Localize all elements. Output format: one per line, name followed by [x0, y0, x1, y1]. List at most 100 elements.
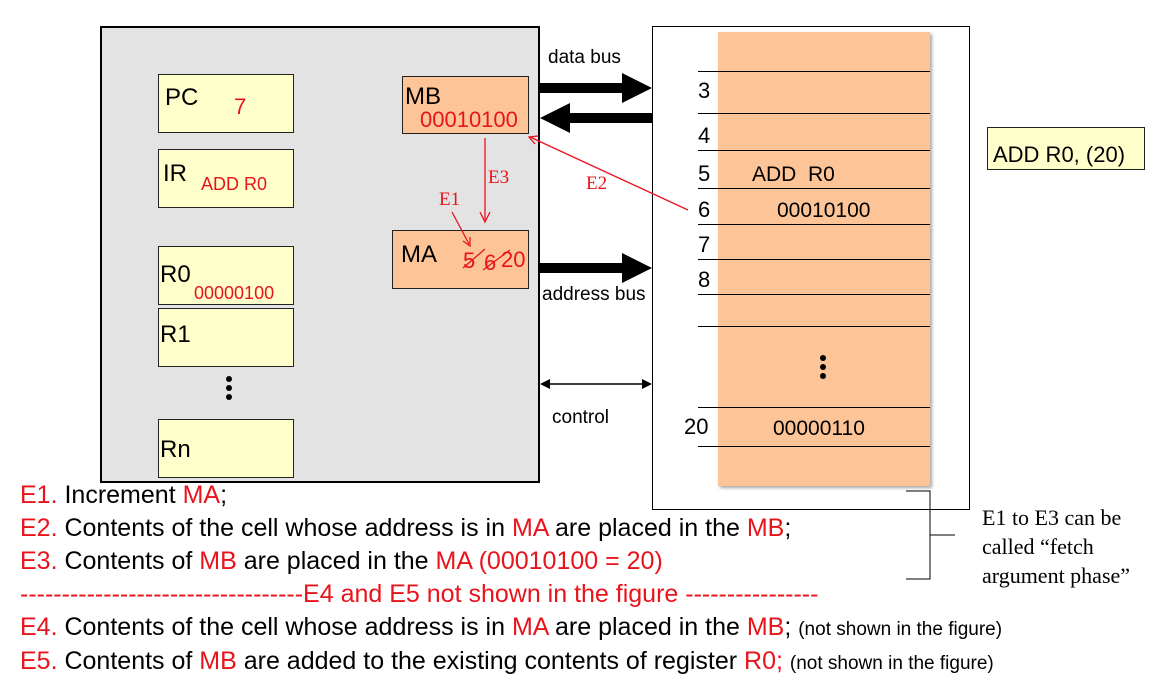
memory-frame	[652, 26, 970, 510]
memory-cell-content: ADD R0	[752, 163, 835, 186]
e1-label: E1	[439, 189, 461, 210]
step-text: Contents of	[57, 547, 200, 575]
register-ellipsis-dot	[226, 385, 232, 391]
step-text: Contents of the cell whose address is in	[57, 514, 512, 542]
memory-divider	[698, 113, 930, 114]
step-highlight: R0;	[744, 647, 783, 675]
pc-register: PC 7	[158, 74, 294, 133]
r0-value: 00000100	[194, 283, 275, 303]
step-id: E3.	[20, 547, 58, 575]
data-bus-arrow-left	[540, 103, 652, 133]
e2-label: E2	[586, 173, 608, 194]
ir-label: IR	[163, 160, 187, 187]
step-highlight: MB	[746, 613, 785, 641]
memory-cell-content: 00000110	[773, 417, 865, 440]
step-text: are placed in the	[236, 547, 436, 575]
mb-label: MB	[405, 83, 441, 110]
note-line: argument phase”	[982, 563, 1131, 588]
e3-arrow	[479, 138, 491, 224]
fetch-argument-note: E1 to E3 can be called “fetch argument p…	[982, 503, 1130, 590]
step-text: Contents of	[57, 647, 200, 675]
memory-divider	[698, 150, 930, 151]
address-bus-label: address bus	[542, 284, 646, 305]
step-id: E5.	[20, 647, 58, 675]
memory-address: 7	[698, 232, 711, 257]
data-bus-label: data bus	[548, 47, 621, 68]
memory-ellipsis-dot	[820, 373, 826, 379]
rn-label: Rn	[160, 436, 191, 463]
r1-label: R1	[160, 321, 191, 348]
note-line: E1 to E3 can be	[982, 505, 1122, 530]
step-e1: E1. Increment MA;	[20, 480, 227, 510]
step-note: (not shown in the figure)	[789, 653, 994, 674]
e2-arrow	[527, 135, 689, 211]
step-e3: E3. Contents of MB are placed in the MA …	[20, 546, 663, 576]
mb-register: MB 00010100	[402, 76, 529, 134]
step-text: are added to the existing contents of re…	[236, 647, 745, 675]
memory-divider	[698, 446, 930, 447]
memory-cell-content: 00010100	[777, 199, 871, 222]
step-e2: E2. Contents of the cell whose address i…	[20, 513, 791, 543]
ma-label: MA	[401, 241, 437, 268]
step-highlight: MA	[511, 514, 549, 542]
ma-old-value-2: 6	[484, 250, 497, 275]
ir-value: ADD R0	[201, 174, 268, 194]
step-highlight: MB	[199, 647, 237, 675]
step-text: are placed in the	[548, 613, 747, 641]
memory-divider	[698, 188, 930, 189]
ma-register: MA 5 6 20	[392, 230, 529, 289]
e3-label: E3	[488, 167, 510, 188]
memory-divider	[698, 294, 930, 295]
note-line: called “fetch	[982, 534, 1094, 559]
pc-label: PC	[165, 84, 199, 111]
memory-divider	[698, 224, 930, 225]
bracket	[906, 490, 955, 580]
step-highlight: MB	[199, 547, 237, 575]
instruction-text: ADD R0, (20)	[993, 142, 1126, 167]
step-text: Contents of the cell whose address is in	[57, 613, 512, 641]
step-id: E1.	[20, 481, 58, 509]
memory-ellipsis-dot	[820, 355, 826, 361]
pc-value: 7	[234, 94, 247, 119]
register-ellipsis-dot	[226, 394, 232, 400]
steps-separator: ----------------------------------E4 and…	[20, 580, 819, 608]
memory-address: 3	[698, 78, 711, 103]
memory-address: 5	[698, 161, 711, 186]
step-text: are placed in the	[548, 514, 747, 542]
step-e4: E4. Contents of the cell whose address i…	[20, 612, 1002, 645]
r0-label: R0	[160, 261, 191, 288]
data-bus-arrow-right	[538, 73, 652, 103]
control-arrow	[540, 379, 652, 389]
ir-register: IR ADD R0	[158, 149, 294, 208]
step-e5: E5. Contents of MB are added to the exis…	[20, 646, 994, 679]
memory-divider	[698, 71, 930, 72]
step-text	[783, 647, 790, 675]
memory-address: 20	[684, 414, 709, 439]
ma-strike-2	[482, 249, 511, 271]
ma-old-value-1: 5	[463, 248, 476, 273]
rn-register: Rn	[158, 419, 294, 478]
ma-value: 20	[501, 247, 526, 272]
step-id: E4.	[20, 613, 58, 641]
memory-address: 6	[698, 197, 711, 222]
register-ellipsis-dot	[226, 376, 232, 382]
step-note: (not shown in the figure)	[798, 619, 1003, 640]
ma-strike-1	[462, 248, 486, 269]
step-text: ;	[784, 613, 799, 641]
memory-address: 8	[698, 267, 711, 292]
step-highlight: MA (00010100 = 20)	[435, 547, 663, 575]
memory-divider	[698, 326, 930, 327]
memory-divider	[698, 259, 930, 260]
step-highlight: MB	[746, 514, 785, 542]
step-highlight: MA	[511, 613, 549, 641]
step-highlight: MA	[182, 481, 221, 509]
step-text: ;	[784, 514, 792, 542]
mb-value: 00010100	[420, 107, 518, 132]
step-text: Increment	[57, 481, 183, 509]
address-bus-arrow	[538, 253, 652, 283]
r1-register: R1	[158, 308, 294, 367]
memory-ellipsis-dot	[820, 364, 826, 370]
memory-address: 4	[698, 123, 711, 148]
step-text: ;	[220, 481, 228, 509]
